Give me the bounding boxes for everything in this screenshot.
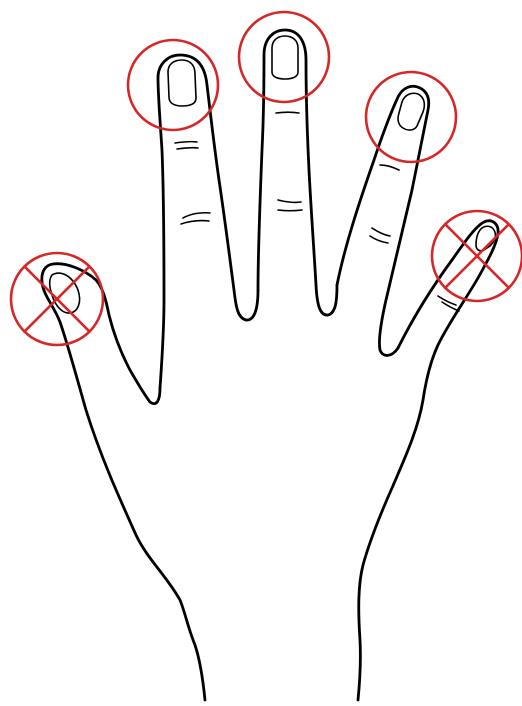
middle-crease-lower-2 bbox=[278, 210, 302, 211]
index-crease-lower-2 bbox=[181, 221, 209, 224]
hand-outline bbox=[42, 30, 498, 700]
ring-crease-lower bbox=[372, 228, 390, 236]
index-nail bbox=[168, 60, 196, 106]
ring-crease-upper bbox=[380, 165, 399, 170]
ring-nail bbox=[398, 93, 424, 130]
middle-crease-upper bbox=[276, 112, 299, 113]
thumb-outline bbox=[42, 264, 205, 700]
pinky-excluded-marker bbox=[432, 211, 522, 301]
index-crease-upper-2 bbox=[177, 148, 198, 149]
index-crease-upper bbox=[175, 142, 197, 143]
index-crease-lower bbox=[183, 213, 210, 218]
middle-marker-circle bbox=[239, 12, 329, 102]
ring-crease-lower-2 bbox=[370, 236, 388, 243]
pinky-finger-outline bbox=[358, 221, 498, 700]
pinky-crease bbox=[438, 296, 456, 305]
thumb-excluded-marker bbox=[11, 253, 103, 345]
middle-nail bbox=[272, 36, 298, 79]
index-marker-circle bbox=[128, 40, 218, 130]
middle-crease-lower bbox=[278, 200, 301, 202]
fingertip-markers bbox=[11, 12, 522, 345]
index-included-marker bbox=[128, 40, 218, 130]
fingernails bbox=[50, 36, 496, 313]
middle-included-marker bbox=[239, 12, 329, 102]
